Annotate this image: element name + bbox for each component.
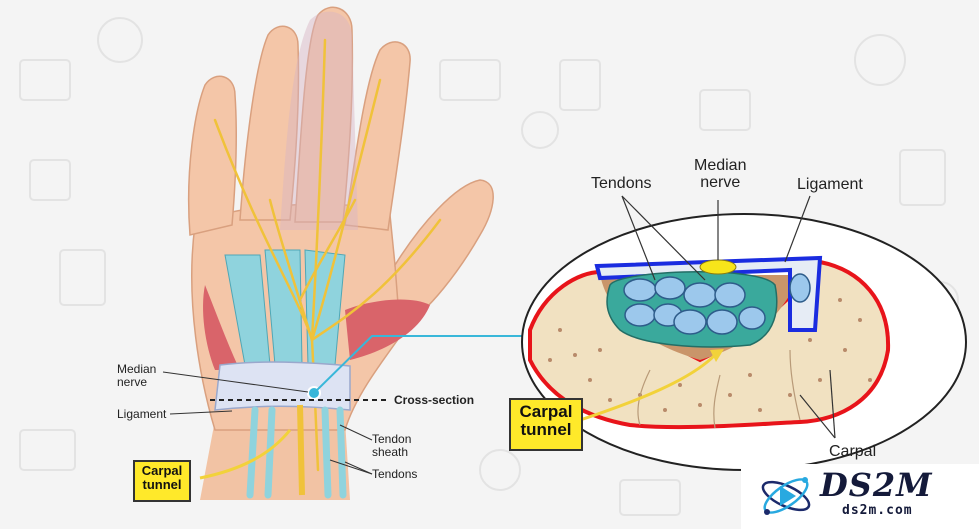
hand-median-nerve-label: Median nerve [117, 362, 157, 389]
logo-atom-icon [761, 477, 811, 515]
watermark-url: ds2m.com [842, 503, 913, 518]
hand-leader-lines [162, 371, 373, 480]
section-carpal-tunnel-tag: Carpal tunnel [509, 398, 583, 451]
cross-section-label: Cross-section [394, 393, 475, 407]
hand-illustration [187, 6, 570, 500]
cross-section-illustration [521, 213, 967, 471]
section-median-nerve-label: Median nerve [694, 157, 747, 191]
hand-ligament-label: Ligament [117, 407, 167, 421]
hand-tendon-sheath-label: Tendon sheath [372, 432, 412, 459]
background-pattern [19, 17, 959, 516]
section-leader-lines [621, 195, 836, 439]
section-ligament-label: Ligament [797, 176, 863, 193]
watermark-name: DS2M [820, 466, 933, 504]
section-carpal-label: Carpal [829, 443, 877, 460]
section-tendons-label: Tendons [591, 175, 652, 192]
hand-carpal-tunnel-tag: Carpal tunnel [133, 460, 191, 502]
hand-tendons-label: Tendons [372, 467, 418, 481]
